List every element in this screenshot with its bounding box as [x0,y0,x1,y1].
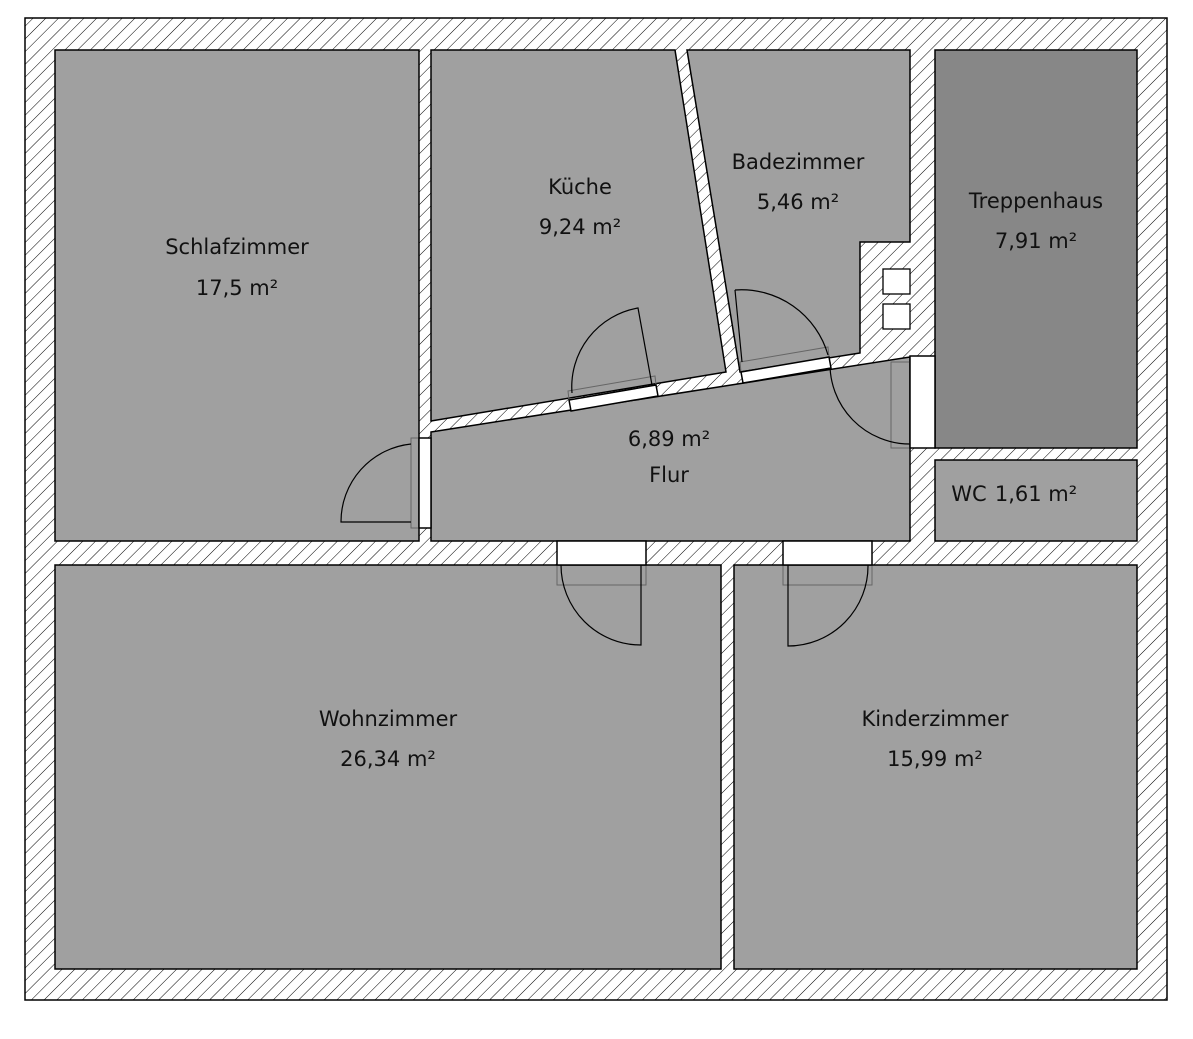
label-wc-name: WC [951,482,986,506]
door-wohnzimmer[interactable] [556,540,647,646]
label-flur-name: Flur [649,463,689,487]
room-kinderzimmer[interactable] [733,564,1138,970]
label-wc-area: 1,61 m² [995,482,1077,506]
door-treppenhaus[interactable] [829,355,936,449]
label-treppenhaus-name: Treppenhaus [968,189,1103,213]
chimney-shaft [882,268,911,295]
room-wc[interactable] [934,459,1138,542]
label-wohnzimmer-name: Wohnzimmer [319,707,458,731]
door-schlafzimmer[interactable] [340,437,432,529]
label-kinderzimmer-name: Kinderzimmer [861,707,1008,731]
room-treppenhaus[interactable] [934,49,1138,449]
label-schlafzimmer-name: Schlafzimmer [165,235,309,259]
room-badezimmer[interactable] [686,49,911,373]
label-kueche-area: 9,24 m² [539,215,621,239]
label-kueche-name: Küche [548,175,612,199]
label-treppenhaus-area: 7,91 m² [995,229,1077,253]
door-badezimmer[interactable] [734,289,832,384]
door-kinderzimmer[interactable] [782,540,873,647]
label-wohnzimmer-area: 26,34 m² [340,747,436,771]
label-badezimmer-name: Badezimmer [732,150,865,174]
chimney-shaft [882,303,911,330]
room-wohnzimmer[interactable] [54,564,722,970]
label-schlafzimmer-area: 17,5 m² [196,276,278,300]
room-kueche[interactable] [430,49,727,422]
label-kinderzimmer-area: 15,99 m² [887,747,983,771]
room-schlafzimmer[interactable] [54,49,420,542]
door-kueche[interactable] [567,307,659,412]
label-flur-area: 6,89 m² [628,427,710,451]
label-badezimmer-area: 5,46 m² [757,190,839,214]
